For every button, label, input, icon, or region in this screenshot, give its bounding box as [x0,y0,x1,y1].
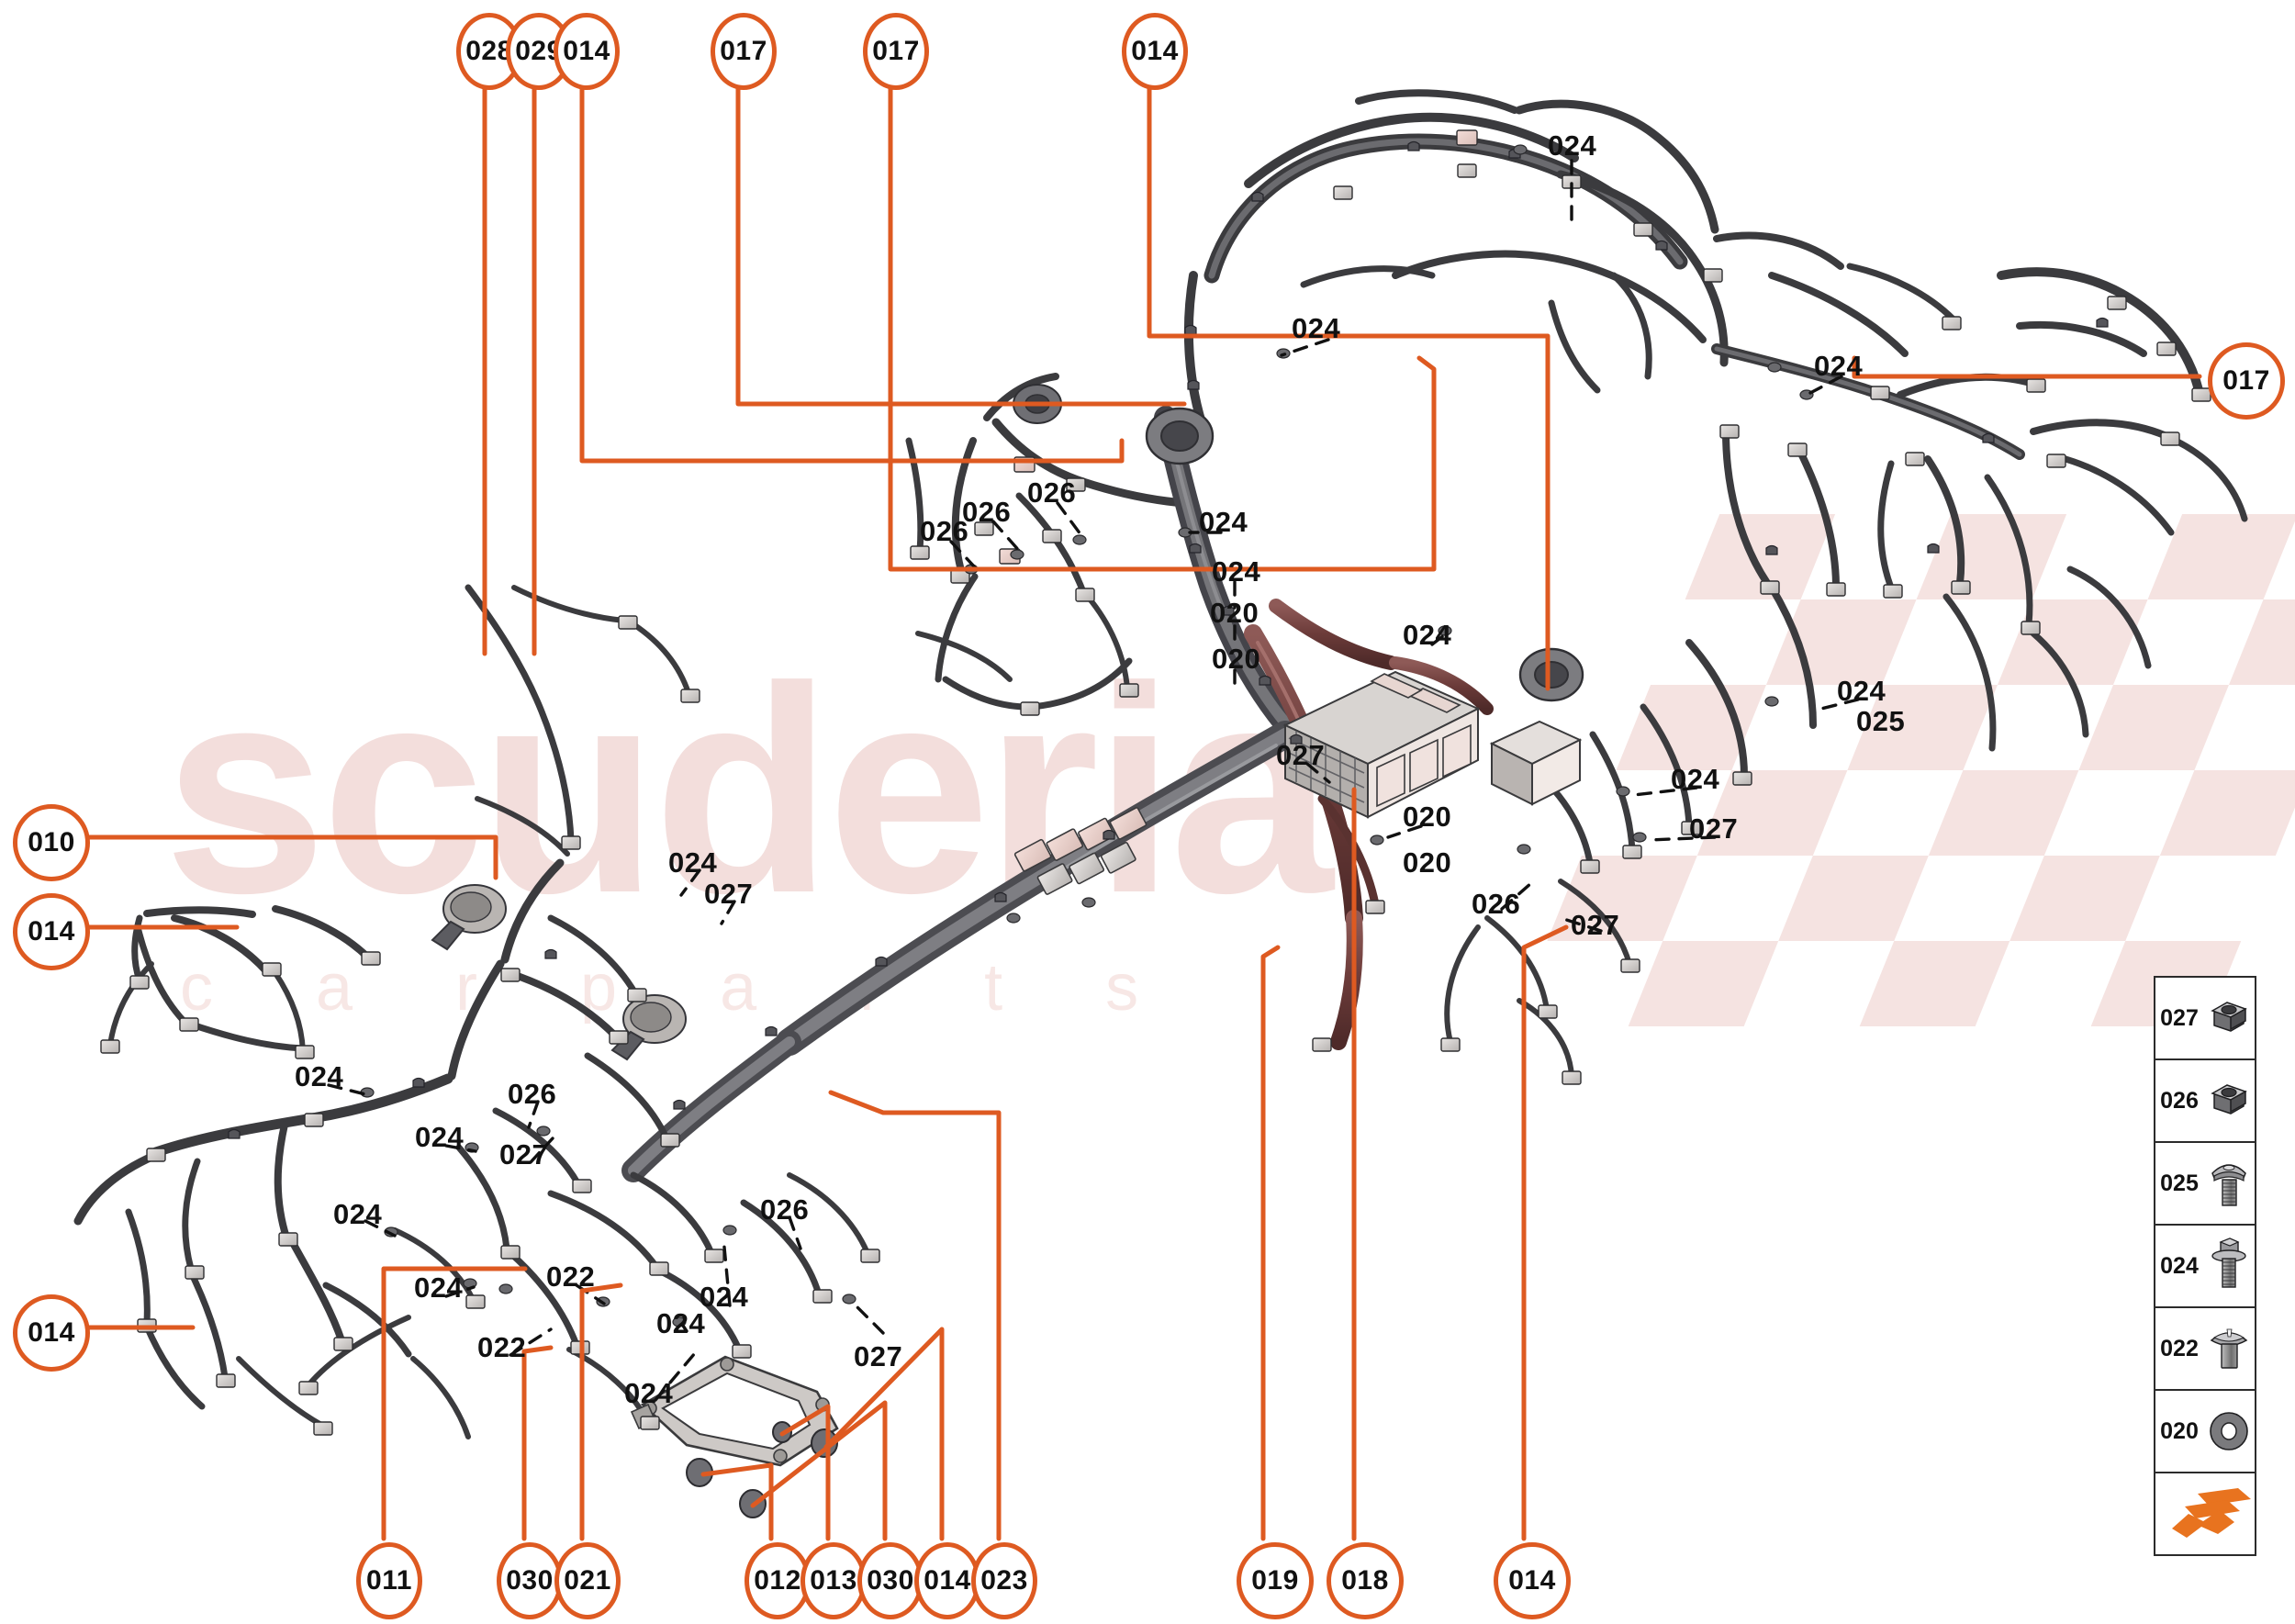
callout-label: 011 [366,1565,412,1596]
part-label: 027 [854,1340,903,1372]
part-label: 022 [546,1260,596,1293]
part-label: 026 [1027,476,1077,509]
part-label: 024 [700,1281,749,1313]
callout-021[interactable]: 021 [554,1542,621,1619]
callout-014-left-1[interactable]: 014 [13,893,90,970]
hex-nut-icon [2203,1075,2255,1126]
callout-label: 030 [867,1565,914,1596]
round-head-rivet-icon [2203,1322,2255,1375]
dome-head-bolt-icon [2203,1155,2255,1212]
part-label: 024 [295,1060,344,1092]
callout-label: 017 [872,36,920,66]
part-label: 024 [1212,555,1261,588]
part-label: 026 [760,1193,810,1226]
brand-chevron-icon [2166,1486,2255,1541]
part-label: 025 [1856,705,1906,737]
legend-row-020[interactable]: 020 [2154,1389,2256,1472]
legend-number: 025 [2160,1170,2199,1196]
callout-label: 012 [754,1565,801,1596]
callout-label: 010 [28,827,75,857]
legend-row-022[interactable]: 022 [2154,1306,2256,1389]
callout-label: 014 [924,1565,971,1596]
legend-number: 022 [2160,1335,2199,1361]
callout-014-bottom-1[interactable]: 014 [914,1542,980,1619]
part-label: 027 [1571,909,1620,941]
part-label: 024 [1292,312,1341,344]
legend-number: 024 [2160,1252,2199,1279]
callout-label: 014 [28,916,75,946]
hardware-legend: 027 026 025 [2154,976,2256,1556]
part-label: 026 [508,1078,557,1110]
callout-label: 013 [810,1565,857,1596]
part-label: 024 [1671,763,1720,795]
callout-label: 017 [720,36,767,66]
hex-flange-bolt-icon [2203,1237,2255,1295]
part-label: 020 [1212,643,1261,675]
part-label: 027 [499,1138,549,1170]
part-label: 024 [1837,675,1886,707]
part-label: 024 [1403,619,1452,651]
part-label: 026 [962,496,1012,528]
callout-010-left[interactable]: 010 [13,804,90,881]
part-label: 020 [1210,597,1259,629]
callout-030-1[interactable]: 030 [497,1542,563,1619]
callout-023[interactable]: 023 [971,1542,1037,1619]
callout-017-top-1[interactable]: 017 [711,13,777,90]
hex-nut-icon [2203,992,2255,1044]
callout-label: 021 [564,1565,611,1596]
flat-washer-icon [2203,1406,2255,1457]
part-label: 024 [1814,350,1864,382]
callout-label: 014 [563,36,610,66]
callout-label: 023 [980,1565,1028,1596]
part-label: 026 [920,515,969,547]
callout-014-left-2[interactable]: 014 [13,1294,90,1372]
part-label: 027 [1276,739,1326,771]
part-label: 024 [1548,129,1597,162]
legend-row-brand [2154,1472,2256,1556]
legend-row-025[interactable]: 025 [2154,1141,2256,1224]
callout-017-top-2[interactable]: 017 [863,13,929,90]
callout-017-right[interactable]: 017 [2208,342,2285,420]
callout-030-2[interactable]: 030 [857,1542,924,1619]
callout-011[interactable]: 011 [356,1542,422,1619]
part-label: 024 [1199,506,1248,538]
part-label: 022 [477,1331,527,1363]
legend-row-024[interactable]: 024 [2154,1224,2256,1306]
legend-number: 027 [2160,1004,2199,1031]
legend-number: 020 [2160,1417,2199,1444]
callout-label: 014 [28,1317,75,1348]
legend-row-027[interactable]: 027 [2154,976,2256,1058]
legend-number: 026 [2160,1087,2199,1114]
part-label: 020 [1403,846,1452,879]
part-label: 024 [656,1307,706,1339]
callout-label: 014 [1131,36,1179,66]
callout-label: 018 [1341,1565,1389,1596]
part-label: 027 [1689,812,1739,845]
part-label: 024 [668,846,718,879]
callout-012[interactable]: 012 [744,1542,811,1619]
part-label: 027 [704,878,754,910]
part-label: 024 [333,1198,383,1230]
part-label: 020 [1403,801,1452,833]
callout-014-top-2[interactable]: 014 [1122,13,1188,90]
callout-label: 019 [1251,1565,1299,1596]
callout-label: 030 [506,1565,554,1596]
callout-label: 014 [1508,1565,1556,1596]
part-label: 024 [415,1121,465,1153]
callout-014-bottom-2[interactable]: 014 [1494,1542,1571,1619]
legend-row-026[interactable]: 026 [2154,1058,2256,1141]
part-label: 024 [414,1271,464,1304]
part-label: 024 [624,1377,674,1409]
callout-label: 017 [2222,365,2270,396]
callout-label: 028 [465,36,513,66]
callout-014-top-1[interactable]: 014 [554,13,620,90]
callout-019[interactable]: 019 [1237,1542,1314,1619]
callout-018[interactable]: 018 [1327,1542,1404,1619]
part-label: 026 [1472,888,1521,920]
